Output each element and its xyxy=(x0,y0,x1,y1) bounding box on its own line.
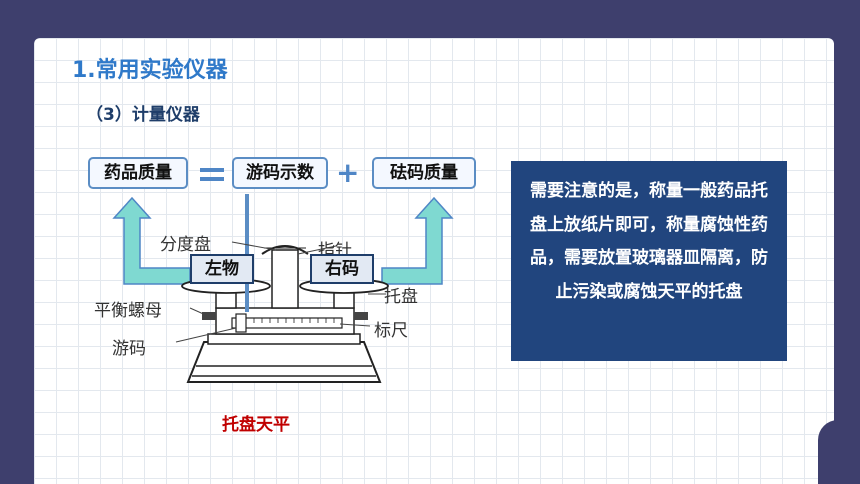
section-title: 1.常用实验仪器 xyxy=(72,58,228,83)
right-nut xyxy=(354,312,368,320)
formula-term-drug-mass: 药品质量 xyxy=(88,157,188,189)
plus-icon: + xyxy=(336,156,360,189)
scale-bar xyxy=(231,317,343,329)
center-column xyxy=(271,249,299,309)
note-box: 需要注意的是，称量一般药品托盘上放纸片即可，称量腐蚀性药品，需要放置玻璃器皿隔离… xyxy=(511,161,787,361)
label-rider: 游码 xyxy=(112,339,146,359)
rider xyxy=(235,313,247,333)
formula-term-rider-reading: 游码示数 xyxy=(232,157,328,189)
figure-caption: 托盘天平 xyxy=(222,415,290,435)
label-beam: 标尺 xyxy=(374,321,408,341)
pointer-line xyxy=(245,194,249,312)
label-nut: 平衡螺母 xyxy=(94,301,162,321)
dial xyxy=(261,245,309,255)
label-pan: 托盘 xyxy=(384,287,418,307)
left-nut xyxy=(202,312,216,320)
left-pan-label: 左物 xyxy=(190,254,254,284)
right-arrow-icon xyxy=(381,196,454,285)
equals-icon xyxy=(200,168,224,186)
balance-base xyxy=(186,341,382,383)
balance-diagram xyxy=(112,194,454,383)
right-pan-label: 右码 xyxy=(310,254,374,284)
formula-term-weight-mass: 砝码质量 xyxy=(372,157,476,189)
section-subtitle: （3）计量仪器 xyxy=(86,105,200,125)
page-curl xyxy=(818,420,838,484)
label-dial: 分度盘 xyxy=(160,235,211,255)
